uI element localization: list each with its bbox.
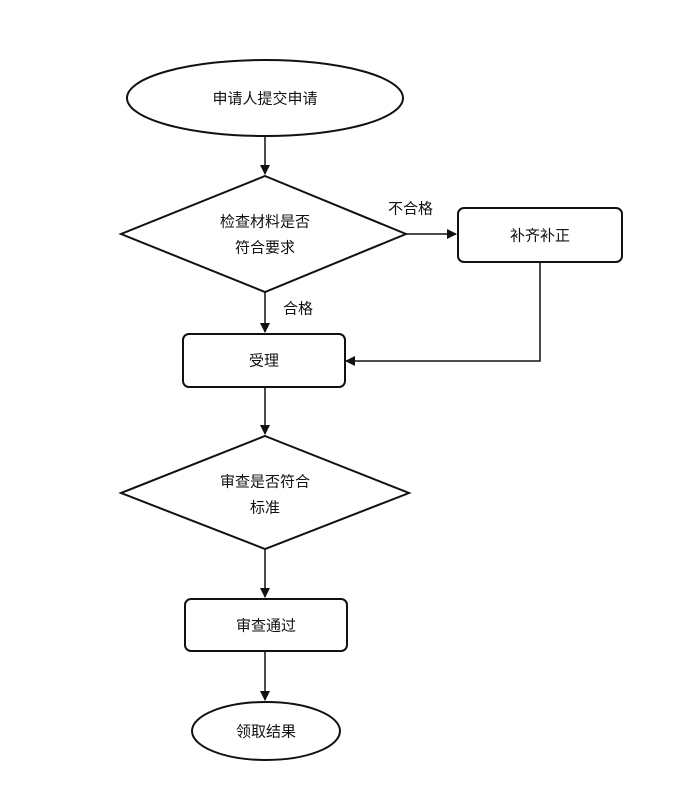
node-review-passed: 审查通过 <box>184 598 348 652</box>
node-start: 申请人提交申请 <box>126 59 404 137</box>
node-start-label: 申请人提交申请 <box>212 90 317 108</box>
node-end-label: 领取结果 <box>236 723 296 741</box>
node-supplement-label: 补齐补正 <box>510 227 570 245</box>
node-review-standard-line-1: 审查是否符合 <box>220 473 310 491</box>
node-review-standard-line-2: 标准 <box>250 499 280 517</box>
accept-box <box>182 333 346 388</box>
node-accept: 受理 <box>182 333 346 388</box>
node-supplement: 补齐补正 <box>457 207 623 263</box>
edge-supplement-to-accept <box>345 262 541 366</box>
node-check-materials-line-1: 检查材料是否 <box>220 213 310 231</box>
end-ellipse <box>191 701 341 761</box>
edges: 不合格 合格 <box>260 136 541 701</box>
nodes: 申请人提交申请 检查材料是否 符合要求 补齐补正 受理 审查是否符合 标准 审查… <box>118 59 623 761</box>
node-review-standard: 审查是否符合 标准 <box>118 434 412 551</box>
start-ellipse <box>126 59 404 137</box>
node-accept-label: 受理 <box>249 352 279 370</box>
node-check-materials-line-2: 符合要求 <box>235 239 295 257</box>
node-end: 领取结果 <box>191 701 341 761</box>
node-review-passed-label: 审查通过 <box>236 617 296 635</box>
review-standard-diamond <box>118 434 412 551</box>
edge-label-fail: 不合格 <box>388 200 433 218</box>
check-materials-diamond <box>118 174 409 294</box>
node-check-materials: 检查材料是否 符合要求 <box>118 174 409 294</box>
review-passed-box <box>184 598 348 652</box>
edge-label-pass: 合格 <box>283 300 313 318</box>
supplement-box <box>457 207 623 263</box>
